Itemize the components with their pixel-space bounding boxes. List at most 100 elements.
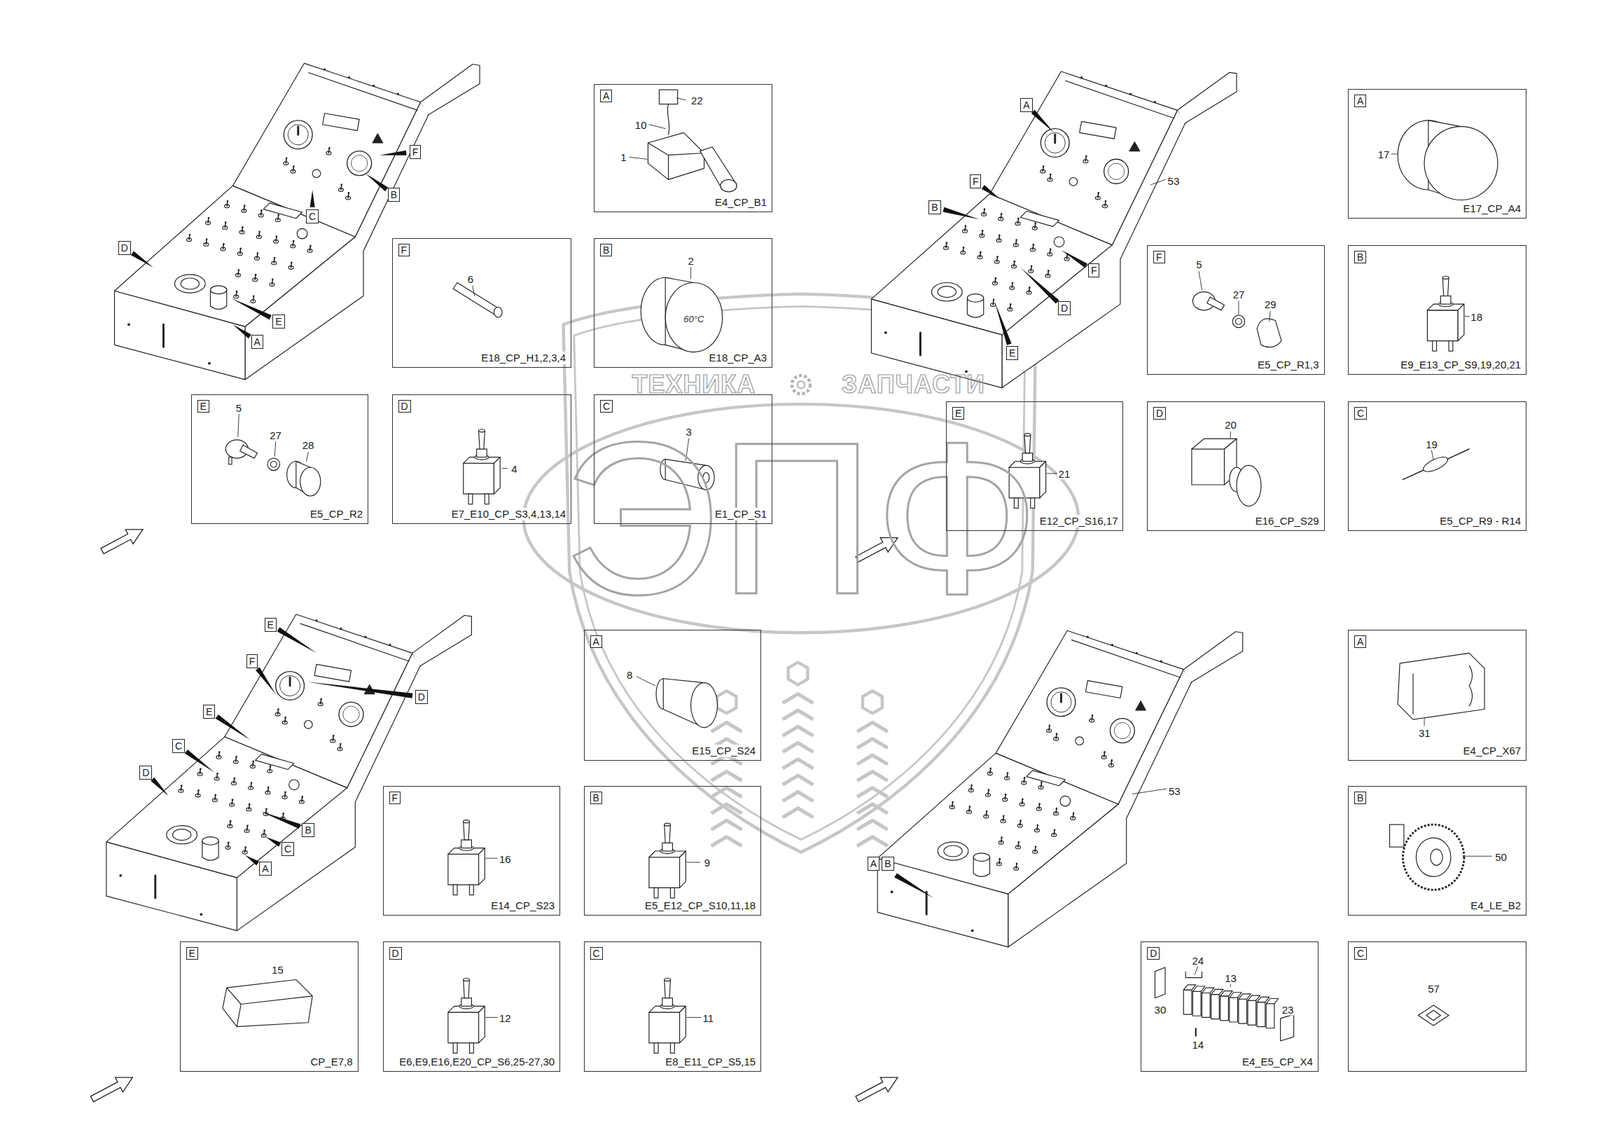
push-button xyxy=(296,228,308,239)
callout-number: 29 xyxy=(1263,298,1278,311)
panel-letter: E xyxy=(197,399,210,413)
end-cover xyxy=(1280,1013,1295,1041)
leader-line xyxy=(1390,153,1397,155)
callout-number: 50 xyxy=(1493,850,1509,862)
switch-tip xyxy=(239,247,242,250)
knob-dial xyxy=(1402,824,1464,890)
terminal-top xyxy=(1229,992,1242,998)
callout-tag: B xyxy=(301,822,314,837)
terminal-top xyxy=(1192,985,1205,991)
switch-tip xyxy=(1009,303,1012,306)
panel-letter: D xyxy=(1153,406,1166,420)
switch-tip xyxy=(964,224,968,227)
leader-line xyxy=(485,1016,498,1018)
callout-number: 53 xyxy=(1167,784,1182,797)
gauge-dial xyxy=(1107,163,1124,180)
part-code: E8_E11_CP_S5,15 xyxy=(664,1055,757,1068)
panel-letter: E xyxy=(186,946,199,960)
switch-tip xyxy=(1103,750,1106,753)
hinge-pin xyxy=(1104,84,1108,87)
callout-letter: F xyxy=(972,175,979,187)
toggle-switch xyxy=(649,978,686,1054)
nut-hole xyxy=(1235,318,1243,325)
switch-tip xyxy=(340,183,343,186)
leader-line xyxy=(274,441,276,456)
gauge-dial xyxy=(280,675,301,696)
joystick-boot xyxy=(172,829,192,841)
switch-terminal xyxy=(1432,341,1437,352)
deck-display xyxy=(1020,211,1059,227)
switch-tip xyxy=(248,803,251,806)
switch-side xyxy=(1457,303,1465,341)
deck-display xyxy=(1026,770,1066,786)
nut xyxy=(1232,315,1245,328)
part-code: E18_CP_A3 xyxy=(708,351,769,365)
switch-tip xyxy=(1004,793,1007,796)
detail-panel: EE5_CP_R2 xyxy=(191,394,370,524)
leader-line xyxy=(472,285,475,297)
view-arrow xyxy=(88,1069,137,1106)
part-code: E4_E5_CP_X4 xyxy=(1241,1055,1314,1068)
gauge-dial xyxy=(1044,132,1066,153)
switch-tip xyxy=(1049,173,1052,176)
switch-body xyxy=(649,857,680,888)
leader-wedge xyxy=(130,250,154,267)
leader-line xyxy=(1132,788,1166,794)
part-code: E12_CP_S16,17 xyxy=(1039,514,1119,528)
wheat-chevron xyxy=(782,742,814,753)
callout-number: 24 xyxy=(1190,954,1206,967)
callout-tag: C xyxy=(281,841,295,856)
gauge-needle xyxy=(1053,134,1056,143)
callout-tag: E xyxy=(264,617,277,632)
push-button xyxy=(1060,795,1071,806)
switch-lever xyxy=(463,979,470,998)
wheat-grain xyxy=(788,661,809,685)
drum-face xyxy=(300,467,321,496)
callout-tag: F xyxy=(969,174,982,189)
joystick-body xyxy=(647,132,704,180)
switch-bushing xyxy=(461,997,472,1007)
switch-tip xyxy=(1002,815,1005,818)
hinge-pin xyxy=(1160,659,1163,662)
mounting-clip xyxy=(1185,971,1202,978)
watermark-logo-text: ЭПФ xyxy=(562,406,1040,631)
switch-tip xyxy=(992,298,996,301)
detail-panel: DE7_E10_CP_S3,4,13,14 xyxy=(392,394,573,524)
gauge-text: 60°C xyxy=(683,312,704,324)
switch-tip xyxy=(199,767,202,770)
wheat-chevron xyxy=(711,819,743,830)
toggle-switch xyxy=(463,429,500,505)
gauge-needle xyxy=(1060,693,1063,703)
switch-lever xyxy=(478,430,486,449)
drum-face xyxy=(665,282,723,353)
panel-letter: F xyxy=(1153,250,1166,264)
hinge-pin xyxy=(372,84,375,87)
resistor xyxy=(1402,448,1470,480)
detail-panel: EE12_CP_S16,17 xyxy=(945,401,1124,531)
terminal-top xyxy=(1220,990,1233,996)
joystick-base xyxy=(937,841,969,860)
switch-tip xyxy=(273,256,276,260)
detail-panel: CE5_CP_R9 - R14 xyxy=(1347,401,1527,531)
key-switch xyxy=(1069,177,1078,186)
connector-ribs xyxy=(1469,665,1472,706)
callout-letter: E xyxy=(267,618,274,631)
switch-tip xyxy=(1034,845,1038,848)
leader-wedge xyxy=(265,836,281,847)
switch-tip xyxy=(285,156,288,159)
switch-bushing xyxy=(1440,295,1451,304)
detail-panel: C xyxy=(1347,941,1527,1073)
wheat-grain xyxy=(717,690,737,713)
switch-tip xyxy=(994,277,997,280)
switch-tip xyxy=(197,789,200,792)
switch-side xyxy=(679,850,687,888)
gear-hub xyxy=(797,380,805,388)
callout-tag: A xyxy=(259,861,271,876)
screw xyxy=(890,889,894,893)
leader-wedge xyxy=(184,749,215,773)
callout-number: 20 xyxy=(1223,418,1238,431)
joystick-base xyxy=(166,825,198,844)
leader-line xyxy=(1230,983,1231,986)
lever-tip xyxy=(478,429,486,433)
mount-base xyxy=(1417,1004,1449,1026)
